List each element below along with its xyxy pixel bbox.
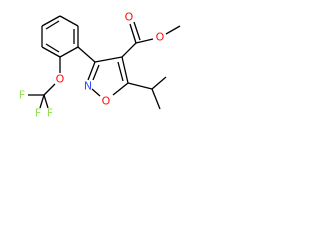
bond-o1-n2: [91, 88, 101, 97]
bond-cf3-f-bottom: [39, 94, 45, 109]
bond-c4-carbonyl: [121, 42, 137, 58]
atom-ring-oxygen: O: [102, 95, 111, 108]
atom-carbonyl-oxygen: O: [125, 11, 134, 24]
bond-n2-c3-inner: [92, 64, 100, 81]
bond-methoxy: [165, 25, 181, 35]
atom-fluorine-bottom: F: [35, 107, 41, 120]
bond-carbonyl-o-inner: [133, 21, 141, 41]
atom-fluorine-left: F: [19, 89, 25, 102]
atom-labels: O F F F O O N O: [19, 11, 165, 120]
bond-aryl-isoxazole: [77, 46, 96, 63]
bond-benzene-6-inner: [45, 20, 60, 30]
atom-ring-nitrogen: N: [84, 80, 92, 93]
bond-c5-isopropyl: [127, 82, 153, 90]
bond-n2-c3: [87, 61, 96, 81]
bond-c5-o1: [112, 82, 129, 96]
bond-benzene-3: [59, 46, 79, 58]
bond-isopropyl-methyl-top: [151, 76, 167, 90]
bond-isopropyl-methyl-bottom: [151, 88, 161, 110]
bond-benzene-1: [59, 15, 79, 27]
atom-fluorine-top: F: [47, 107, 53, 120]
atom-ether-oxygen: O: [56, 73, 65, 86]
bond-c4-c5-inner: [117, 61, 124, 82]
bond-cf3-f-top: [43, 94, 49, 109]
bond-ester-o: [135, 38, 154, 44]
bond-carbonyl-o: [129, 23, 137, 44]
chemical-structure-diagram: O F F F O O N O: [19, 11, 181, 120]
bond-benzene-6: [41, 15, 61, 27]
bonds: [28, 15, 181, 110]
bond-c3-c4: [94, 56, 123, 63]
atom-ester-oxygen: O: [156, 31, 165, 44]
bond-oxygen-cf3: [43, 83, 56, 96]
bond-benzene-4: [41, 46, 61, 58]
bond-c4-c5: [121, 56, 129, 84]
bond-benzene-4-inner: [45, 43, 60, 53]
